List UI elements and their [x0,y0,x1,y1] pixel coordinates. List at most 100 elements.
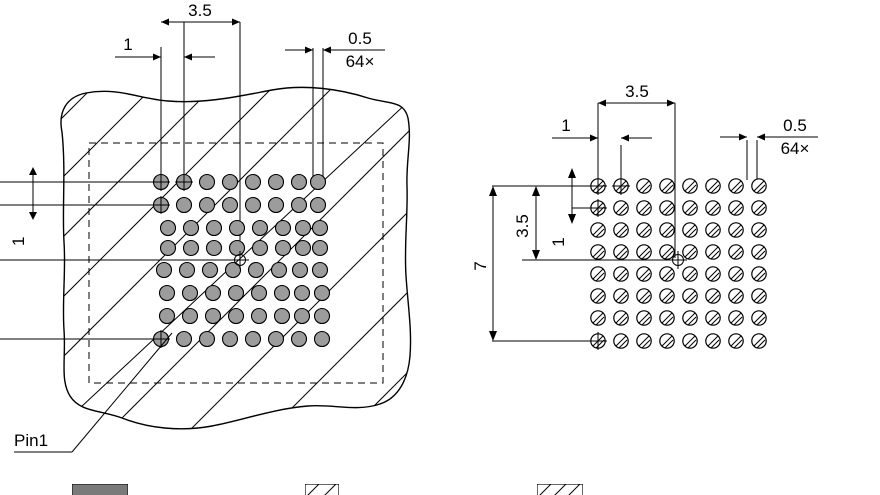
r-dim-7-arrow-up [489,186,497,196]
r-dim-ball-diameter: 0.5 [783,116,807,135]
ball-row [590,310,767,326]
ball [158,307,176,325]
ball [313,307,331,325]
datum-center-mark-right [669,251,687,269]
ball [204,284,222,302]
ball [155,261,173,279]
ball [204,307,222,325]
crosshair-marks-left [152,173,193,348]
ball [175,330,193,348]
ball [158,284,176,302]
swatch-single-hatch [305,484,339,495]
ball [198,330,216,348]
ball [221,330,239,348]
ball [290,196,308,214]
ball [274,239,292,257]
ball [175,196,193,214]
dim-1-left-arrow-up [29,167,37,175]
crosshair-marks-right [589,177,630,350]
r-dim-overall-vertical: 7 [471,261,490,270]
ball-row [590,288,767,304]
pin1-label: Pin1 [14,431,48,450]
r-dim-half-vertical: 3.5 [513,214,532,238]
ball [251,239,269,257]
ball [294,239,312,257]
ball [198,173,216,191]
ball [293,284,311,302]
ball-row [590,200,767,216]
package-body-outline [60,86,412,430]
ball-row [590,222,767,238]
r-dim-ball-count: 64× [781,139,810,158]
ball [273,284,291,302]
r-dim-top-pitch: 3.5 [625,82,649,101]
ball [224,261,242,279]
ball [201,261,219,279]
swatch-double-hatch [537,484,583,495]
dim-ball-count: 64× [346,52,375,71]
ball [290,330,308,348]
ball [313,284,331,302]
ball [181,284,199,302]
dim-left-row-pitch: 1 [9,237,28,246]
ball [205,219,223,237]
ball-row [590,244,767,260]
r-dim-3p5-v-arrow-up [532,186,540,196]
ball-row [590,266,767,282]
ball [311,261,329,279]
ball [227,307,245,325]
ball [267,173,285,191]
ball [182,239,200,257]
ball [309,196,327,214]
r-dim-3p5-v-arrow-down [532,250,540,260]
ball [228,219,246,237]
left-section-view: 1 3.5 1 0.5 64× [0,1,412,453]
dim-top-pitch: 3.5 [188,1,212,20]
ball [198,196,216,214]
ball [309,173,327,191]
ball-grid-right [590,178,767,349]
r-dim-top-offset: 1 [561,116,570,135]
ball [290,173,308,191]
ball [247,261,265,279]
right-plan-view: 3.5 1 0.5 64× 7 3.5 1 [471,82,818,350]
ball [221,173,239,191]
ball [291,261,309,279]
dim-1-left-arrow-down [29,212,37,220]
ball [250,284,268,302]
ball [227,284,245,302]
ball [182,219,200,237]
dim-ball-diameter: 0.5 [348,29,372,48]
r-dim-7-arrow-down [489,331,497,341]
ball [293,307,311,325]
swatch-solid-fill [72,484,128,495]
ball [221,196,239,214]
ball-grid-left [152,173,331,348]
datum-center-mark-left [231,251,249,269]
ball [313,330,331,348]
ball-row [590,333,767,349]
hidden-edge-rectangle [88,142,384,384]
r-dim-1-v-arrow-down [568,214,576,224]
dim-top-offset: 1 [123,35,132,54]
ball [250,307,268,325]
ball [274,219,292,237]
ball [228,239,246,257]
ball [244,196,262,214]
ball [178,261,196,279]
ball [159,239,177,257]
ball [273,307,291,325]
ball [159,219,177,237]
ball [311,239,329,257]
ball [267,196,285,214]
ball [244,330,262,348]
ball [251,219,269,237]
ball [267,330,285,348]
ball [205,239,223,257]
ball [311,219,329,237]
ball [270,261,288,279]
r-dim-row-pitch: 1 [549,237,568,246]
ball [294,219,312,237]
ball [181,307,199,325]
